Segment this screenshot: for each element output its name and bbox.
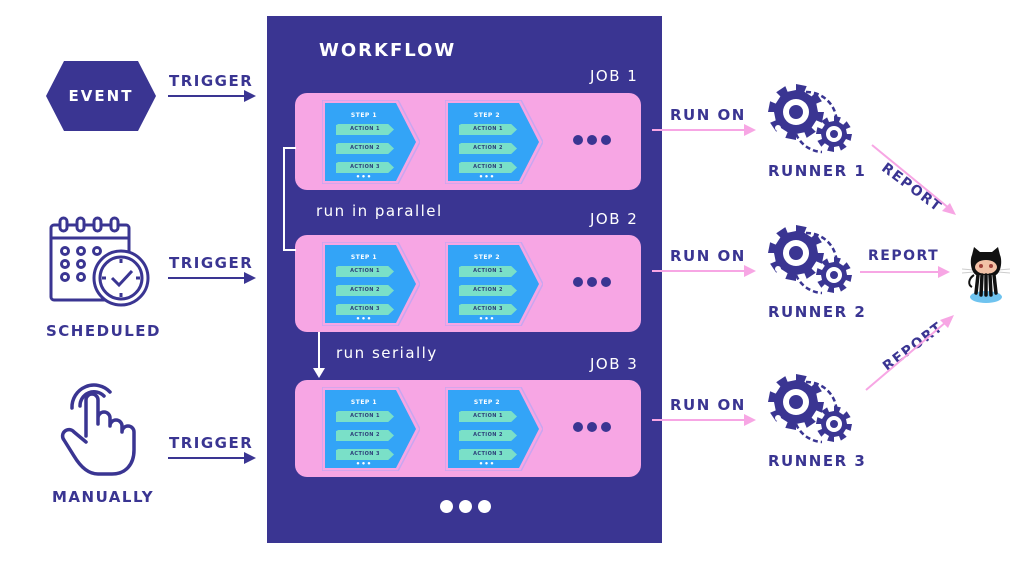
step-1: STEP 1 ACTION 1 ACTION 2 ACTION 3•••	[322, 100, 420, 184]
action-2: ACTION 2	[336, 143, 394, 154]
step-1: STEP 1 ACTION 1 ACTION 2 ACTION 3•••	[322, 387, 420, 471]
job-3-label: JOB 3	[590, 355, 639, 373]
action-3: ACTION 3	[459, 304, 517, 315]
action-1: ACTION 1	[459, 124, 517, 135]
report-arrow-2	[860, 266, 950, 278]
step-2: STEP 2 ACTION 1 ACTION 2 ACTION 3•••	[445, 100, 543, 184]
step-title: STEP 2	[473, 254, 501, 261]
trigger-label-scheduled: TRIGGER	[169, 254, 254, 272]
manually-label: MANUALLY	[52, 488, 155, 506]
runner-gears-icon	[768, 84, 852, 154]
workflow-more-dots	[440, 500, 491, 513]
report-arrow-3	[865, 315, 954, 391]
hand-tap-icon	[60, 383, 136, 476]
step-title: STEP 1	[350, 112, 378, 119]
serial-label: run serially	[336, 344, 438, 362]
action-3: ACTION 3	[336, 449, 394, 460]
calendar-clock-icon	[49, 216, 150, 307]
trigger-arrow-scheduled	[168, 272, 256, 284]
step-title: STEP 1	[350, 399, 378, 406]
action-2: ACTION 2	[459, 430, 517, 441]
trigger-label-event: TRIGGER	[169, 72, 254, 90]
step-more-dots: •••	[478, 315, 496, 323]
event-trigger: EVENT	[46, 61, 156, 131]
run-on-arrow-2	[652, 265, 756, 277]
step-title: STEP 2	[473, 112, 501, 119]
job-more-dots	[573, 277, 611, 287]
action-2: ACTION 2	[459, 285, 517, 296]
job-more-dots	[573, 422, 611, 432]
run-on-label-2: RUN ON	[670, 247, 746, 265]
scheduled-label: SCHEDULED	[46, 322, 161, 340]
trigger-arrow-manually	[168, 452, 256, 464]
run-on-label-3: RUN ON	[670, 396, 746, 414]
run-on-label-1: RUN ON	[670, 106, 746, 124]
step-shape-icon	[445, 100, 543, 184]
event-label: EVENT	[68, 87, 134, 105]
trigger-arrow-event	[168, 90, 256, 102]
workflow-title: WORKFLOW	[319, 40, 457, 61]
step-more-dots: •••	[355, 173, 373, 181]
action-3: ACTION 3	[336, 304, 394, 315]
serial-arrow	[313, 332, 325, 378]
action-3: ACTION 3	[336, 162, 394, 173]
runner-gears-icon	[768, 225, 852, 295]
run-on-arrow-3	[652, 414, 756, 426]
action-2: ACTION 2	[459, 143, 517, 154]
action-1: ACTION 1	[336, 266, 394, 277]
step-shape-icon	[322, 387, 420, 471]
runner-3-label: RUNNER 3	[768, 452, 867, 470]
hexagon-icon	[46, 61, 156, 131]
github-octocat-icon	[962, 247, 1010, 303]
step-more-dots: •••	[355, 315, 373, 323]
action-1: ACTION 1	[459, 266, 517, 277]
job-more-dots	[573, 135, 611, 145]
action-3: ACTION 3	[459, 162, 517, 173]
step-title: STEP 1	[350, 254, 378, 261]
report-label-2: REPORT	[868, 248, 940, 264]
runner-2-label: RUNNER 2	[768, 303, 867, 321]
step-2: STEP 2 ACTION 1 ACTION 2 ACTION 3•••	[445, 387, 543, 471]
runner-1-label: RUNNER 1	[768, 162, 867, 180]
runner-gears-icon	[768, 374, 852, 444]
job-2-label: JOB 2	[590, 210, 639, 228]
step-shape-icon	[445, 242, 543, 326]
step-shape-icon	[322, 100, 420, 184]
step-title: STEP 2	[473, 399, 501, 406]
step-more-dots: •••	[355, 460, 373, 468]
parallel-connector	[283, 147, 296, 251]
step-shape-icon	[445, 387, 543, 471]
step-1: STEP 1 ACTION 1 ACTION 2 ACTION 3•••	[322, 242, 420, 326]
action-1: ACTION 1	[459, 411, 517, 422]
action-3: ACTION 3	[459, 449, 517, 460]
action-2: ACTION 2	[336, 430, 394, 441]
step-shape-icon	[322, 242, 420, 326]
action-1: ACTION 1	[336, 124, 394, 135]
action-2: ACTION 2	[336, 285, 394, 296]
job-1-label: JOB 1	[590, 67, 639, 85]
step-2: STEP 2 ACTION 1 ACTION 2 ACTION 3•••	[445, 242, 543, 326]
step-more-dots: •••	[478, 173, 496, 181]
parallel-label: run in parallel	[316, 202, 443, 220]
report-arrow-1	[871, 144, 956, 215]
action-1: ACTION 1	[336, 411, 394, 422]
run-on-arrow-1	[652, 124, 756, 136]
step-more-dots: •••	[478, 460, 496, 468]
trigger-label-manually: TRIGGER	[169, 434, 254, 452]
